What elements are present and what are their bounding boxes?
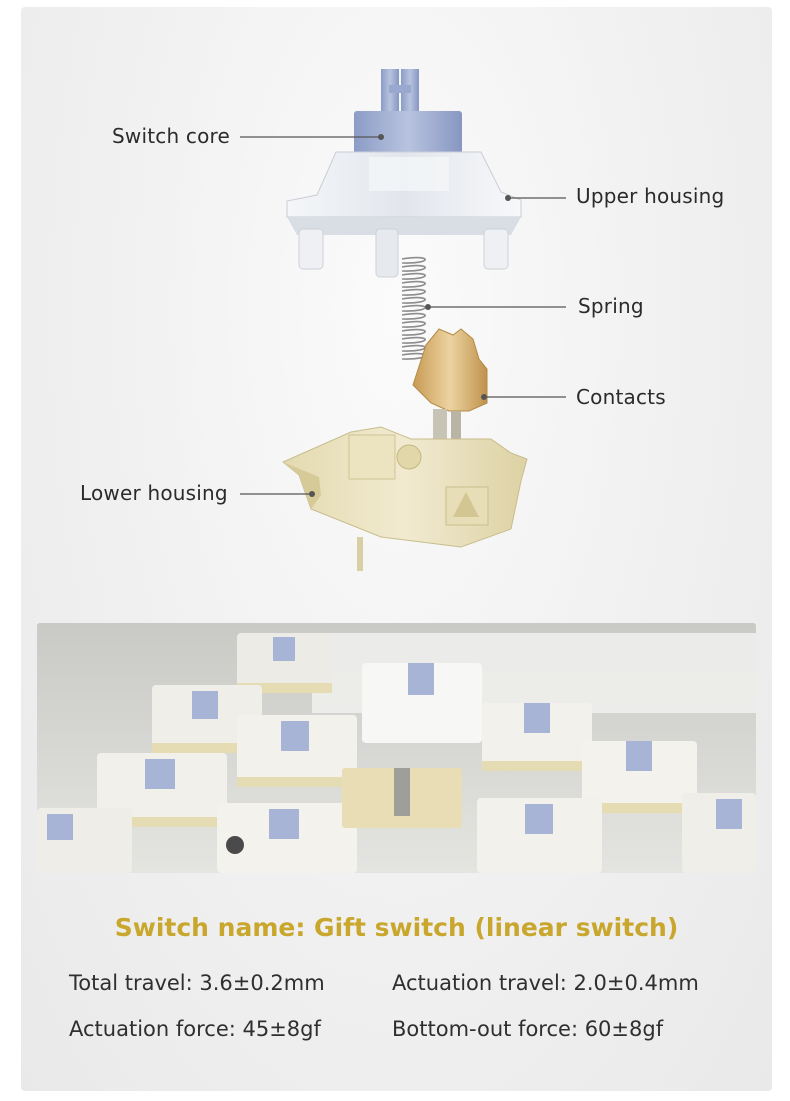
callout-dots bbox=[309, 134, 511, 497]
total-travel-spec: Total travel: 3.6±0.2mm bbox=[69, 971, 325, 995]
callout-lines bbox=[240, 136, 566, 495]
spring-part bbox=[401, 256, 426, 360]
lower-housing-label: Lower housing bbox=[80, 481, 228, 505]
switch-grid bbox=[37, 633, 756, 873]
switch-name-heading: Switch name: Gift switch (linear switch) bbox=[114, 913, 679, 942]
spring-label: Spring bbox=[578, 294, 644, 318]
actuation-travel-spec: Actuation travel: 2.0±0.4mm bbox=[392, 971, 699, 995]
keyboard-switch-photo bbox=[37, 623, 756, 873]
keyboard-photo-illustration bbox=[37, 623, 756, 873]
upper-housing-part bbox=[286, 151, 522, 278]
upper-housing-label: Upper housing bbox=[576, 184, 725, 208]
contacts-label: Contacts bbox=[576, 385, 666, 409]
switch-illustration bbox=[240, 69, 566, 571]
exploded-switch-diagram: Switch core Upper housing Spring Contact… bbox=[21, 7, 772, 597]
actuation-force-spec: Actuation force: 45±8gf bbox=[69, 1017, 321, 1041]
bottom-out-force-spec: Bottom-out force: 60±8gf bbox=[392, 1017, 664, 1041]
product-card: Switch core Upper housing Spring Contact… bbox=[21, 7, 772, 1091]
lower-housing-part bbox=[282, 426, 528, 571]
switch-core-label: Switch core bbox=[112, 124, 231, 148]
